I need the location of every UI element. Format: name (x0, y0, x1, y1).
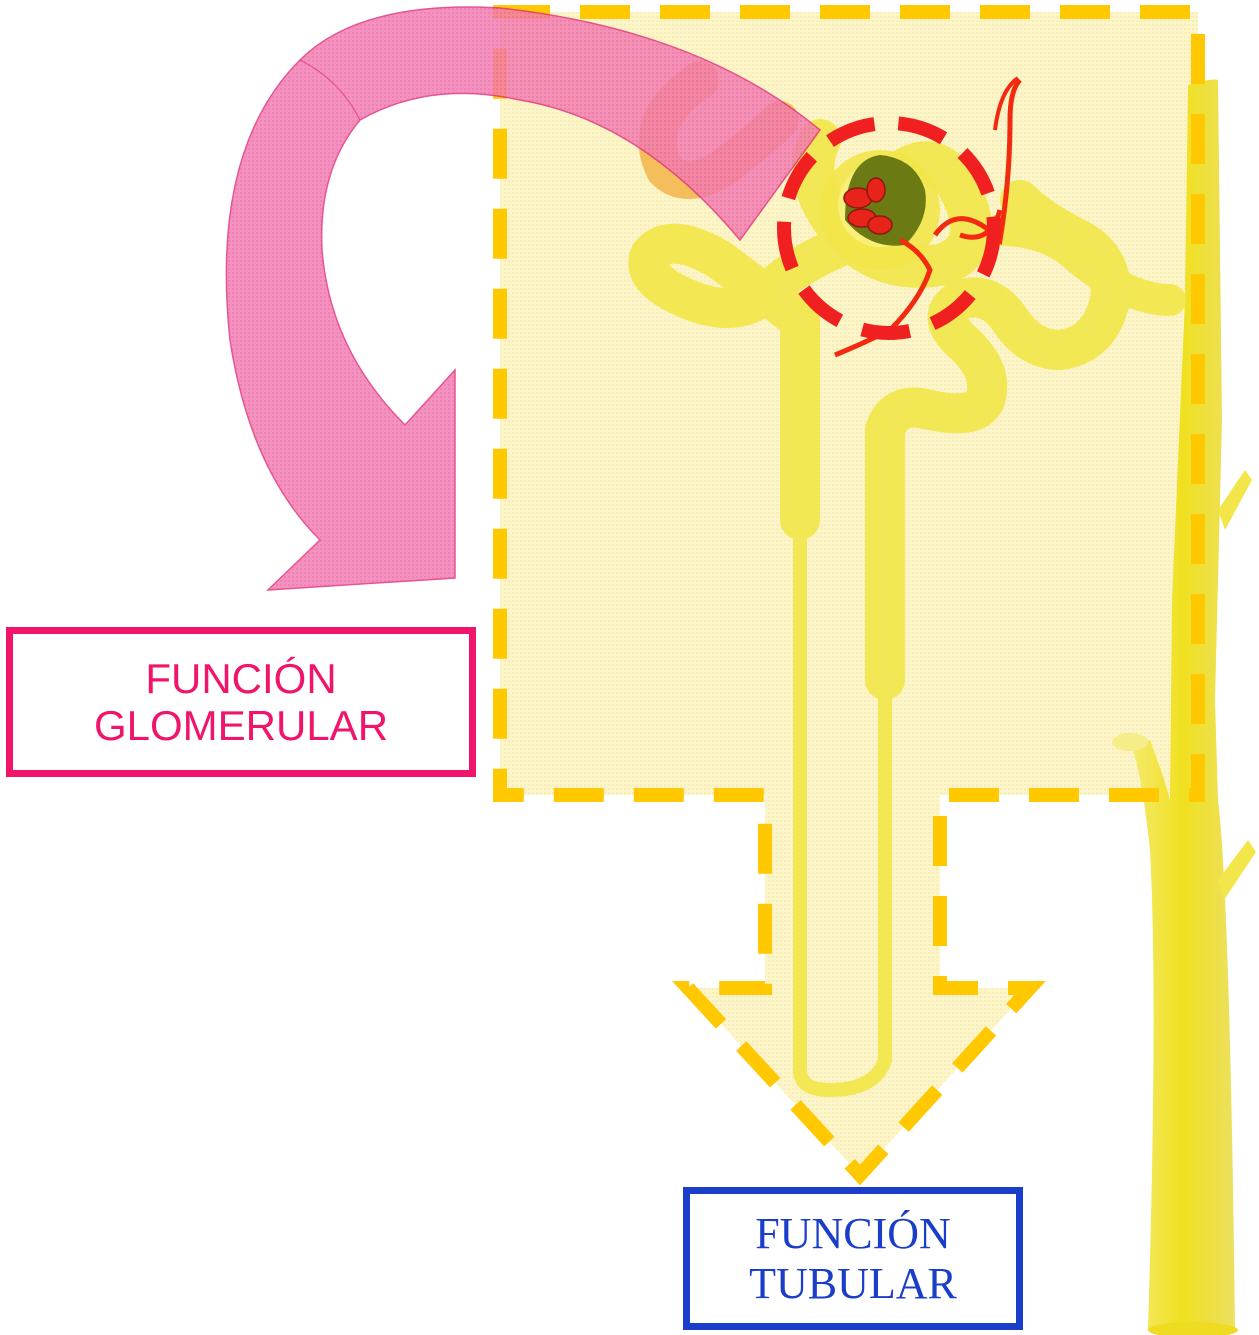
glomerular-label-line2: GLOMERULAR (94, 702, 388, 749)
tubular-label-line2: TUBULAR (749, 1259, 957, 1308)
tubular-label-line1: FUNCIÓN (755, 1209, 951, 1258)
tubular-function-label: FUNCIÓN TUBULAR (683, 1187, 1023, 1330)
glomerular-label-line1: FUNCIÓN (145, 655, 336, 702)
glomerular-function-label: FUNCIÓN GLOMERULAR (6, 627, 476, 777)
